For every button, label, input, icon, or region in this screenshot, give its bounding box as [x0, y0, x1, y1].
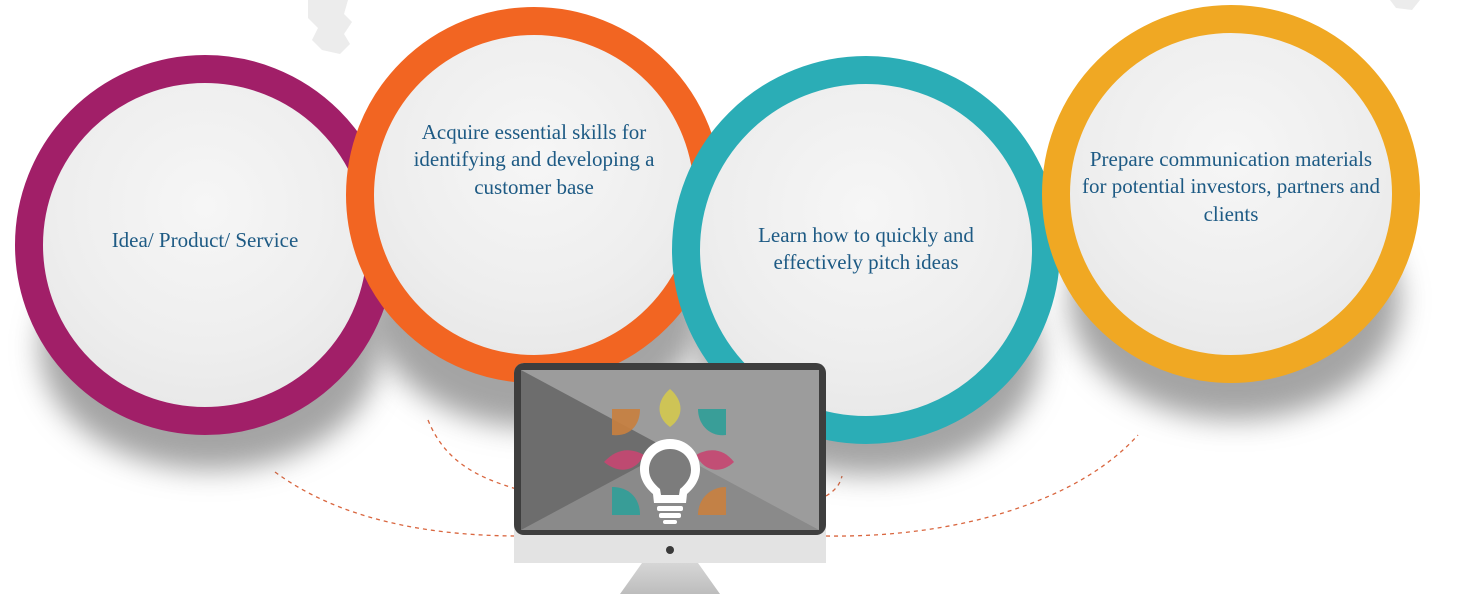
dashed-connectors [274, 419, 1139, 537]
monitor-stand [620, 563, 720, 594]
step-circle-customer-base: Acquire essential skills for identifying… [346, 7, 722, 383]
monitor-icon [514, 363, 826, 594]
step-label: Prepare communication materials for pote… [1082, 147, 1380, 226]
step-label: Learn how to quickly and effectively pit… [758, 222, 974, 274]
lightbulb-petals [604, 389, 734, 515]
map-fragments [308, 0, 1420, 54]
step-label: Idea/ Product/ Service [111, 228, 299, 253]
power-dot [666, 546, 674, 554]
step-label: Acquire essential skills for identifying… [413, 120, 655, 199]
lightbulb-icon [640, 439, 700, 524]
step-circle-idea: Idea/ Product/ Service [15, 55, 395, 435]
step-circle-communication: Prepare communication materials for pote… [1042, 5, 1420, 383]
